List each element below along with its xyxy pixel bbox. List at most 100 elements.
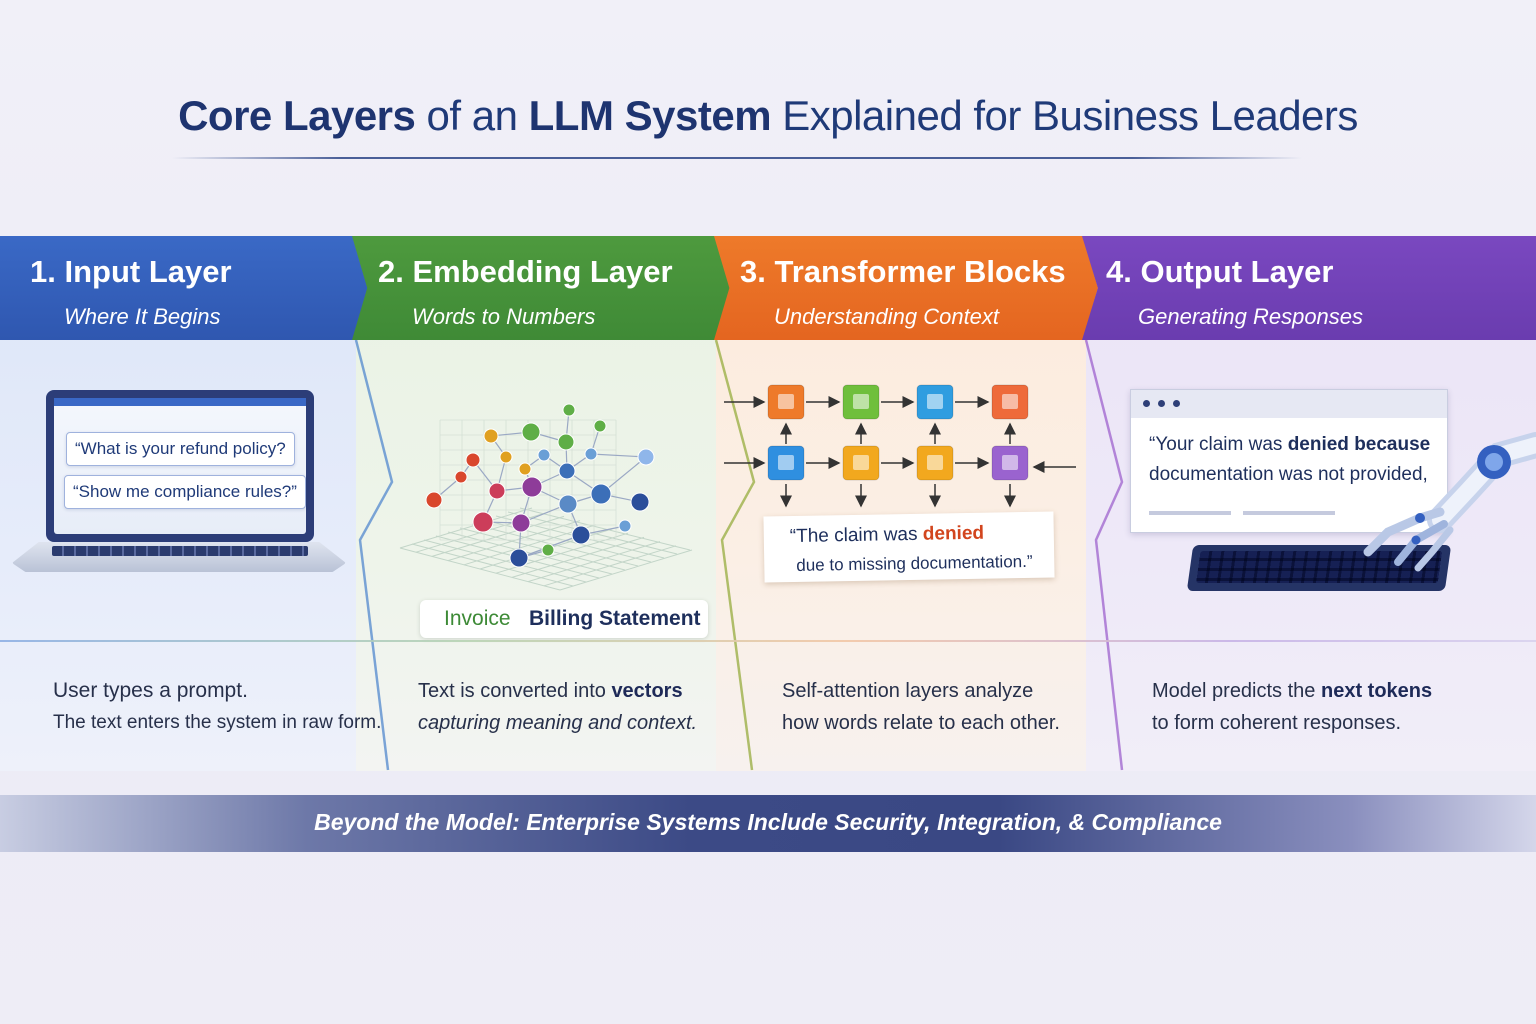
input-desc-line2: The text enters the system in raw form.	[53, 712, 382, 733]
input-layer-description: User types a prompt. The text enters the…	[53, 675, 381, 739]
response-line2: documentation was not provided,	[1149, 464, 1428, 485]
transformer-desc-line2: how words relate to each other.	[782, 712, 1060, 734]
ground-line	[0, 640, 1536, 642]
embedding-desc-start: Text is converted into	[418, 680, 612, 702]
transformer-blocks-title: 3. Transformer Blocks	[740, 254, 1066, 290]
output-layer-title: 4. Output Layer	[1106, 254, 1333, 290]
transformer-blocks-number: 3.	[740, 254, 766, 289]
vector-node	[593, 419, 607, 433]
transformer-block-core	[778, 455, 794, 470]
embedding-desc-line1: Text is converted into vectors	[418, 675, 697, 707]
vector-node	[425, 491, 443, 509]
page-title: Core Layers of an LLM System Explained f…	[0, 92, 1536, 140]
vector-node	[562, 403, 576, 417]
vector-node	[558, 494, 578, 514]
transformer-blocks-subtitle: Understanding Context	[774, 304, 1000, 329]
response-start: “Your claim was	[1149, 434, 1288, 455]
vector-node	[465, 452, 481, 468]
vector-node	[521, 476, 543, 498]
transformer-desc-line1: Self-attention layers analyze	[782, 680, 1034, 702]
response-placeholder-line	[1149, 511, 1231, 515]
vector-edge	[590, 453, 647, 458]
transformer-block-core	[927, 394, 943, 409]
response-placeholder-line	[1243, 511, 1335, 515]
transformer-blocks-header: 3. Transformer Blocks Understanding Cont…	[714, 236, 1098, 340]
transformer-block-core	[853, 394, 869, 409]
vector-node	[483, 428, 499, 444]
vector-node	[509, 548, 529, 568]
divider-transformer-output	[1084, 339, 1124, 771]
vector-node	[511, 513, 531, 533]
divider-embedding-transformer	[714, 339, 756, 771]
output-layer-number: 4.	[1106, 254, 1132, 289]
output-desc-keyword: next tokens	[1320, 680, 1433, 702]
title-part-core-layers: Core Layers	[178, 92, 416, 139]
embedding-layer-header: 2. Embedding Layer Words to Numbers	[352, 236, 732, 340]
vector-node	[537, 448, 551, 462]
output-desc-line1: Model predicts the next tokens	[1152, 675, 1432, 707]
output-desc-line2: to form coherent responses.	[1152, 712, 1402, 734]
transformer-block-core	[1002, 455, 1018, 470]
input-layer-subtitle: Where It Begins	[64, 304, 221, 329]
response-highlight: denied because	[1287, 434, 1431, 455]
vector-node	[472, 511, 494, 533]
vector-node	[488, 482, 506, 500]
transformer-block-core	[853, 455, 869, 470]
vector-node	[557, 433, 575, 451]
transformer-blocks-description: Self-attention layers analyze how words …	[782, 675, 1060, 739]
title-part-of-an: of an	[415, 92, 529, 139]
input-desc-line1: User types a prompt.	[53, 679, 248, 702]
vector-node	[499, 450, 513, 464]
vector-node	[518, 462, 532, 476]
embedding-layer-number: 2.	[378, 254, 404, 289]
word-invoice: Invoice	[444, 607, 511, 630]
window-dot-icon	[1158, 400, 1165, 407]
transformer-block-core	[778, 394, 794, 409]
input-layer-header: 1. Input Layer Where It Begins	[0, 236, 372, 340]
similar-words-tag: Invoice Billing Statement	[420, 600, 708, 638]
output-layer-header: 4. Output Layer Generating Responses	[1082, 236, 1536, 340]
vector-node	[630, 492, 650, 512]
window-dot-icon	[1173, 400, 1180, 407]
response-window-titlebar	[1131, 390, 1447, 418]
embedding-desc-keyword: vectors	[611, 680, 683, 702]
embedding-desc-line2: capturing meaning and context.	[418, 712, 698, 734]
input-layer-number: 1.	[30, 254, 56, 289]
laptop-illustration: “What is your refund policy? “Show me co…	[46, 390, 314, 542]
input-layer-title: 1. Input Layer	[30, 254, 232, 290]
vector-node	[590, 483, 612, 505]
title-underline	[172, 157, 1302, 159]
title-part-explained: Explained for Business Leaders	[771, 92, 1358, 139]
response-line1: “Your claim was denied because	[1149, 434, 1430, 456]
window-dot-icon	[1143, 400, 1150, 407]
embedding-layer-description: Text is converted into vectors capturing…	[418, 675, 697, 739]
footer-banner: Beyond the Model: Enterprise Systems Inc…	[0, 795, 1536, 852]
embedding-layer-subtitle: Words to Numbers	[412, 304, 596, 329]
embedding-layer-title: 2. Embedding Layer	[378, 254, 673, 290]
vector-node	[521, 422, 541, 442]
embedding-layer-name: Embedding Layer	[412, 254, 673, 289]
prompt-refund-policy: “What is your refund policy?	[66, 432, 295, 466]
output-desc-start: Model predicts the	[1152, 680, 1321, 702]
transformer-block-core	[927, 455, 943, 470]
vector-node	[558, 462, 576, 480]
vector-node	[541, 543, 555, 557]
input-layer-name: Input Layer	[64, 254, 232, 289]
word-billing-statement: Billing Statement	[529, 607, 701, 630]
laptop-keyboard	[52, 546, 308, 556]
title-part-llm-system: LLM System	[528, 92, 772, 139]
footer-text: Beyond the Model: Enterprise Systems Inc…	[314, 809, 1222, 835]
prompt-compliance-rules: “Show me compliance rules?”	[64, 475, 306, 509]
transformer-block-core	[1002, 394, 1018, 409]
vector-node	[637, 448, 655, 466]
vector-node	[584, 447, 598, 461]
vector-node	[571, 525, 591, 545]
response-window: “Your claim was denied because documenta…	[1130, 389, 1448, 533]
laptop-screen: “What is your refund policy? “Show me co…	[54, 398, 306, 534]
divider-input-embedding	[354, 339, 394, 771]
output-layer-description: Model predicts the next tokens to form c…	[1152, 675, 1432, 739]
